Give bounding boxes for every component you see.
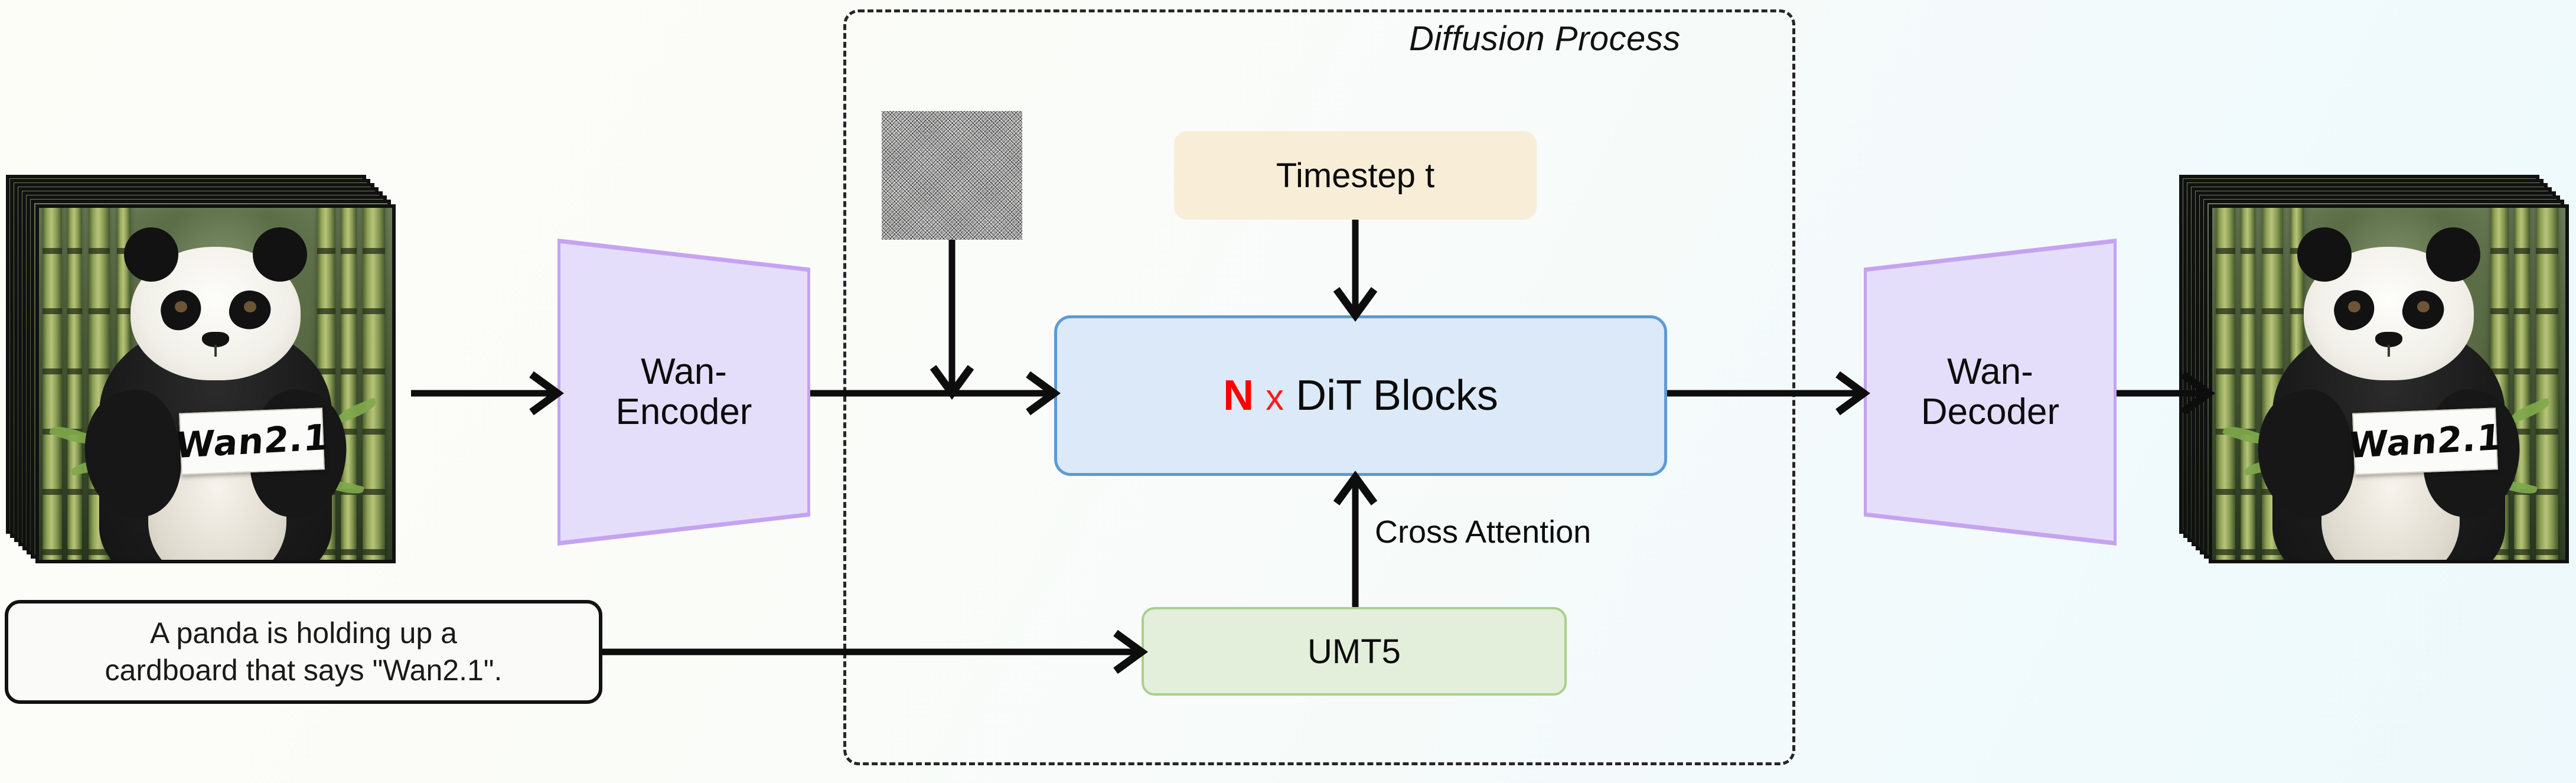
wan-decoder-label: Wan- Decoder — [1920, 351, 2060, 432]
noise-patch-icon — [882, 111, 1022, 240]
dit-blocks-label: DiT Blocks — [1296, 372, 1498, 419]
arrow-umt5-to-dit — [1333, 470, 1378, 607]
wan-encoder-fill — [560, 243, 807, 541]
frame-sheet-front: Wan2.1 — [2209, 204, 2569, 563]
arrow-encoder-to-dit — [810, 371, 1061, 416]
dit-multiplier: N — [1223, 372, 1254, 419]
timestep-block[interactable]: Timestep t — [1174, 131, 1537, 220]
arrow-timestep-to-dit — [1333, 220, 1378, 322]
umt5-label: UMT5 — [1307, 632, 1401, 671]
prompt-text-box[interactable]: A panda is holding up a cardboard that s… — [5, 600, 602, 704]
wan-encoder-label: Wan- Encoder — [615, 351, 752, 432]
diffusion-process-label: Diffusion Process — [1409, 19, 1681, 58]
panda-image: Wan2.1 — [2212, 208, 2565, 560]
frame-sheet-front: Wan2.1 — [35, 204, 396, 563]
panda-image: Wan2.1 — [39, 208, 392, 560]
diffusion-process-region — [843, 9, 1795, 765]
output-frame-stack: Wan2.1 — [2179, 175, 2569, 565]
dit-blocks-block[interactable]: N x DiT Blocks — [1054, 315, 1667, 476]
wan-decoder-fill — [1867, 243, 2114, 541]
arrow-prompt-to-umt5 — [602, 629, 1149, 674]
arrow-noise-to-latent — [930, 240, 974, 400]
dit-times-symbol: x — [1266, 377, 1284, 418]
input-frame-stack: Wan2.1 — [6, 175, 396, 565]
arrow-dit-to-decoder — [1667, 371, 1871, 416]
wan-decoder-block[interactable]: Wan- Decoder — [1864, 239, 2117, 546]
wan-encoder-block[interactable]: Wan- Encoder — [557, 239, 810, 546]
timestep-label: Timestep t — [1276, 156, 1435, 195]
arrow-frames-to-encoder — [411, 371, 565, 416]
umt5-text-encoder-block[interactable]: UMT5 — [1142, 607, 1567, 696]
cross-attention-label: Cross Attention — [1375, 514, 1592, 550]
arrow-decoder-to-frames — [2117, 371, 2216, 416]
